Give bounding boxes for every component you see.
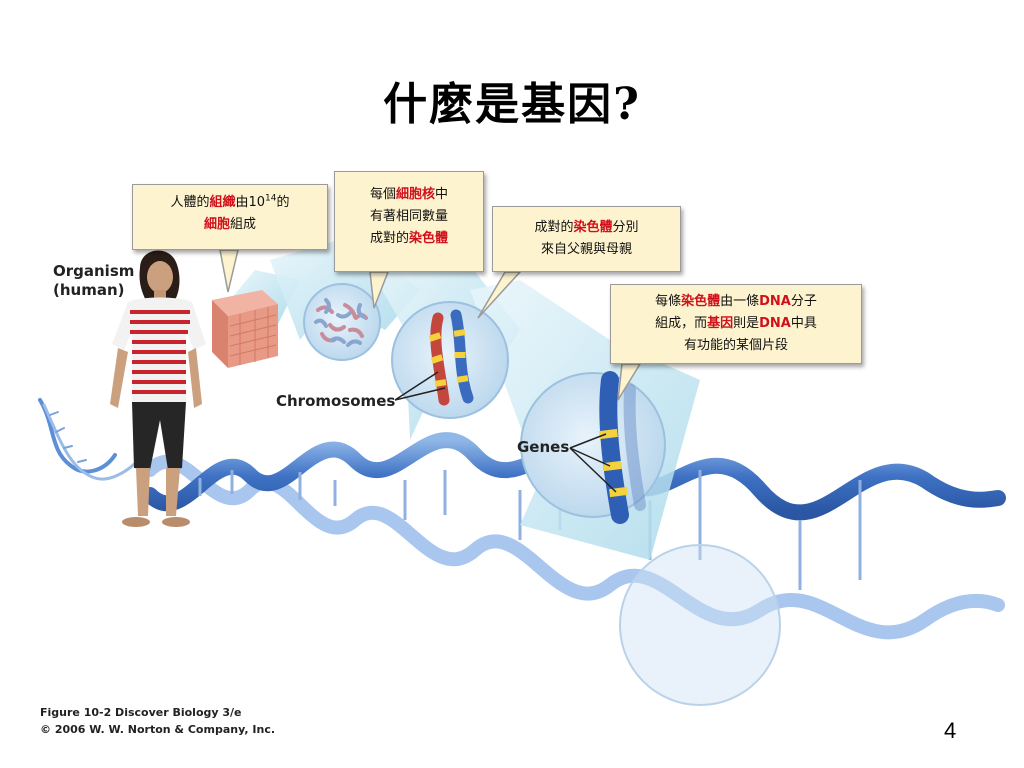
credit-line2: © 2006 W. W. Norton & Company, Inc. (40, 723, 276, 736)
right-arm (188, 348, 202, 408)
text: 由一條 (720, 294, 760, 309)
helix-small-left (38, 398, 142, 481)
organism-label-line1: Organism (53, 262, 135, 280)
highlight-gene: 基因 (707, 316, 734, 331)
callout-dna: 每條染色體由一條DNA分子 組成，而基因則是DNA中具 有功能的某個片段 (610, 284, 862, 364)
credit-line1: Figure 10-2 Discover Biology 3/e (40, 706, 242, 719)
gene-circle (520, 371, 666, 524)
left-leg (136, 468, 150, 516)
page-number: 4 (944, 718, 957, 743)
highlight-nucleus: 細胞核 (395, 187, 435, 202)
organism-label-line2: (human) (53, 281, 125, 299)
text: 組成 (230, 217, 257, 232)
highlight-chromosome: 染色體 (409, 231, 449, 246)
page-title: 什麼是基因? (383, 79, 641, 130)
text: 則是 (733, 316, 760, 331)
text: 組成，而 (655, 316, 708, 331)
text: 成對的 (369, 231, 409, 246)
callout-nucleus: 每個細胞核中 有著相同數量 成對的染色體 (334, 171, 484, 272)
gene-chromosome (599, 371, 629, 524)
chromosome-pointer-lines (394, 371, 446, 401)
text: 中具 (790, 316, 817, 331)
tissue-block (212, 290, 278, 368)
highlight-chromosome: 染色體 (573, 220, 613, 235)
face (147, 261, 173, 293)
highlight-dna: DNA (759, 294, 791, 309)
highlight-cell: 細胞 (203, 217, 230, 232)
text: 分別 (612, 220, 639, 235)
callout-tissue: 人體的組織由1014的 細胞組成 (132, 184, 328, 250)
gene-pointer-lines (569, 433, 617, 493)
chromosome-circle (391, 301, 509, 419)
text: 由10 (235, 195, 266, 210)
dna-zoom-circle (619, 544, 781, 706)
organism-label: Organism (human) (53, 262, 134, 300)
callout-pairs: 成對的染色體分別 來自父親與母親 (492, 206, 681, 272)
text: 的 (276, 195, 290, 210)
exponent: 14 (265, 193, 277, 204)
text: 中 (435, 187, 449, 202)
right-foot (162, 517, 190, 527)
text: 有功能的某個片段 (683, 338, 788, 353)
left-arm (110, 348, 128, 408)
highlight-dna: DNA (759, 316, 791, 331)
nucleus-circle (303, 283, 381, 361)
text: 成對的 (534, 220, 574, 235)
text: 分子 (790, 294, 817, 309)
highlight-chromosome: 染色體 (681, 294, 721, 309)
text: 來自父親與母親 (540, 242, 632, 257)
text: 人體的 (170, 195, 210, 210)
left-foot (122, 517, 150, 527)
text: 有著相同數量 (369, 209, 448, 224)
text: 每個 (369, 187, 396, 202)
figure-credit: Figure 10-2 Discover Biology 3/e © 2006 … (40, 704, 275, 738)
pants (132, 402, 186, 470)
highlight-tissue: 組織 (209, 195, 236, 210)
right-leg (166, 468, 180, 516)
chromosomes-label: Chromosomes (276, 392, 396, 410)
text: 每條 (655, 294, 682, 309)
genes-label: Genes (517, 438, 570, 456)
callout-tails (219, 249, 642, 401)
woman-figure (110, 250, 206, 527)
